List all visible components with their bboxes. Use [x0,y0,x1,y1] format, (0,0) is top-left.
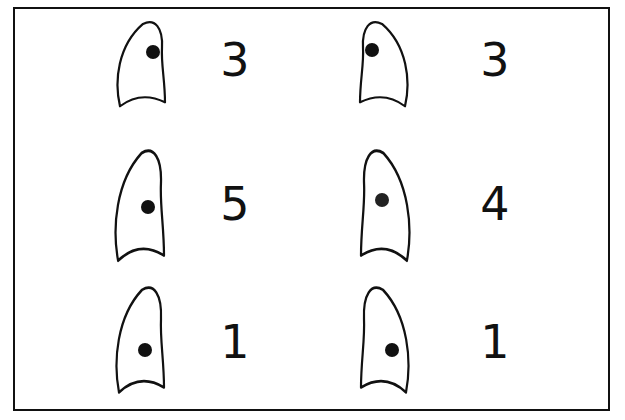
lesion-dot [375,193,389,207]
count-number: 3 [480,37,509,83]
count-number: 4 [480,181,509,227]
lesion-dot [385,343,399,357]
frame [14,8,609,410]
count-number: 1 [220,319,249,365]
count-number: 1 [480,319,509,365]
count-number: 5 [220,181,249,227]
lung-outline [116,151,164,261]
lung-outline [118,22,165,106]
lesion-dot [138,343,152,357]
lung-outline [361,151,409,261]
count-number: 3 [220,37,249,83]
lesion-dot [146,45,160,59]
lesion-dot [141,200,155,214]
lesion-dot [365,43,379,57]
lung-outline [361,288,408,393]
lung-outline [360,22,407,106]
lung-outline [117,288,164,393]
